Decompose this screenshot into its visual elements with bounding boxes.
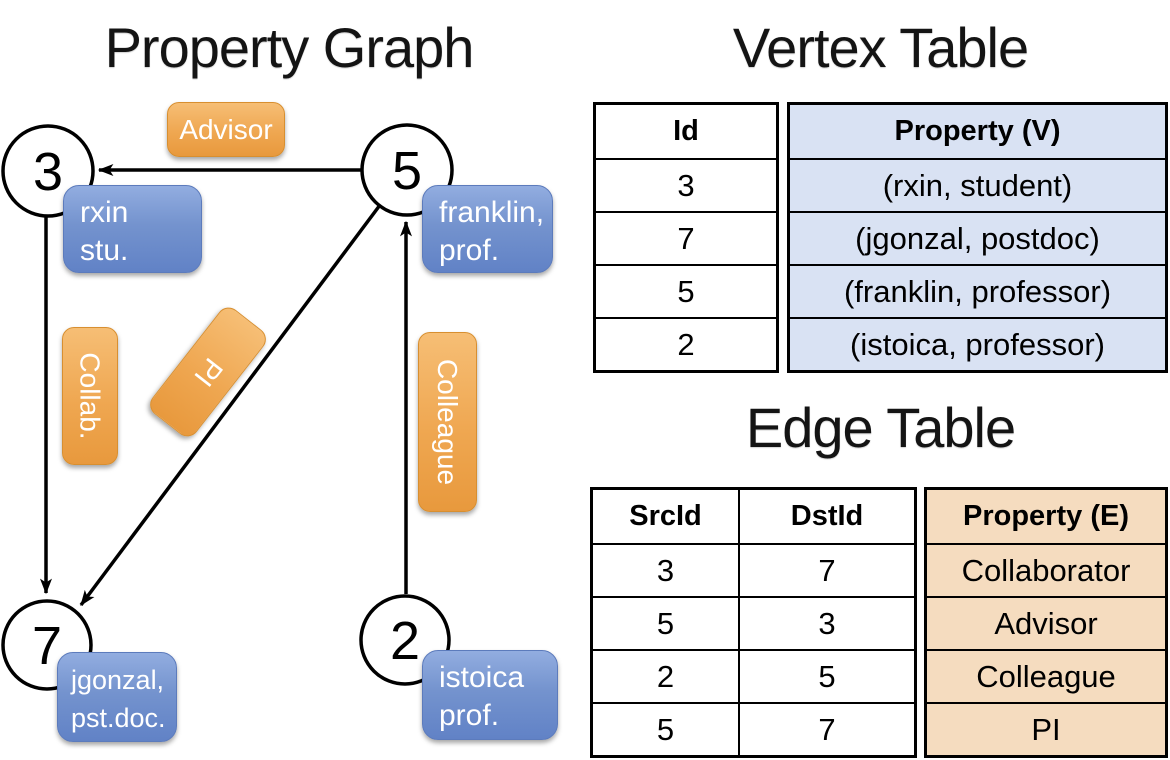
edge-dstid-cell: 5 (818, 658, 836, 694)
edge-srcid-cell: 2 (593, 651, 740, 702)
vertex-id-cell: 3 (596, 158, 776, 211)
edge-pi-line (79, 203, 382, 607)
edge-property-cell: Collaborator (927, 543, 1165, 596)
edge-label-colleague: Colleague (418, 332, 477, 512)
node-id-3: 3 (32, 141, 64, 202)
edge-table-property-column: Property (E) Collaborator Advisor Collea… (924, 487, 1168, 758)
vertex-property-cell: (istoica, professor) (790, 317, 1165, 370)
node-id-2: 2 (389, 610, 421, 671)
vertex-id-cell: 7 (596, 211, 776, 264)
edge-table-title: Edge Table (745, 396, 1016, 459)
edge-property-cell: Advisor (927, 596, 1165, 649)
edge-label-colleague-text: Colleague (432, 358, 464, 486)
edge-table-dstid-header: DstId (790, 500, 864, 532)
vertex-property-cell: (franklin, professor) (790, 264, 1165, 317)
edge-id-row: 5 7 (593, 702, 914, 755)
edge-table-srcid-header: SrcId (593, 490, 740, 543)
edge-srcid-cell: 3 (593, 545, 740, 596)
vertex-prop-3-line1: rxin (80, 196, 129, 229)
vertex-table-id-header: Id (673, 115, 699, 147)
edge-dstid-cell: 7 (818, 711, 836, 747)
edge-property-cell: PI (927, 702, 1165, 755)
vertex-prop-box-3: rxin stu. (63, 185, 202, 273)
edge-table-id-header-row: SrcId DstId (593, 490, 914, 543)
property-graph-title: Property Graph (104, 16, 475, 79)
edge-dstid-cell: 3 (818, 605, 836, 641)
edge-label-advisor: Advisor (167, 102, 285, 157)
edge-label-pi-text: PI (188, 352, 229, 393)
edge-dstid-cell: 7 (818, 552, 836, 588)
vertex-table-property-header: Property (V) (894, 115, 1061, 147)
vertex-property-cell: (jgonzal, postdoc) (790, 211, 1165, 264)
vertex-prop-7-line1: jgonzal, (71, 665, 165, 695)
vertex-prop-box-2: istoica prof. (422, 650, 558, 740)
edge-id-row: 2 5 (593, 649, 914, 702)
vertex-prop-box-5: franklin, prof. (422, 185, 553, 273)
edge-table-property-header: Property (E) (963, 500, 1129, 532)
edge-srcid-cell: 5 (593, 598, 740, 649)
vertex-prop-2-line2: prof. (439, 699, 500, 732)
vertex-prop-5-line1: franklin, (439, 196, 545, 229)
vertex-prop-3-line2: stu. (80, 234, 129, 267)
edge-property-cell: Colleague (927, 649, 1165, 702)
vertex-prop-2-line1: istoica (439, 661, 525, 694)
vertex-table-property-column: Property (V) (rxin, student) (jgonzal, p… (787, 102, 1168, 373)
node-id-5: 5 (391, 140, 423, 201)
vertex-table-title: Vertex Table (732, 16, 1029, 79)
edge-id-row: 5 3 (593, 596, 914, 649)
vertex-table-id-column: Id 3 7 5 2 (593, 102, 779, 373)
edge-label-collab: Collab. (62, 327, 118, 465)
edge-srcid-cell: 5 (593, 704, 740, 755)
edge-id-row: 3 7 (593, 543, 914, 596)
vertex-property-cell: (rxin, student) (790, 158, 1165, 211)
vertex-id-cell: 2 (596, 317, 776, 370)
edge-label-advisor-text: Advisor (179, 113, 273, 145)
edge-label-collab-text: Collab. (75, 352, 107, 440)
vertex-prop-box-7: jgonzal, pst.doc. (57, 652, 177, 742)
vertex-id-cell: 5 (596, 264, 776, 317)
vertex-prop-5-line2: prof. (439, 234, 500, 267)
edge-table-id-columns: SrcId DstId 3 7 5 3 2 5 5 7 (590, 487, 917, 758)
vertex-prop-7-line2: pst.doc. (71, 703, 166, 733)
